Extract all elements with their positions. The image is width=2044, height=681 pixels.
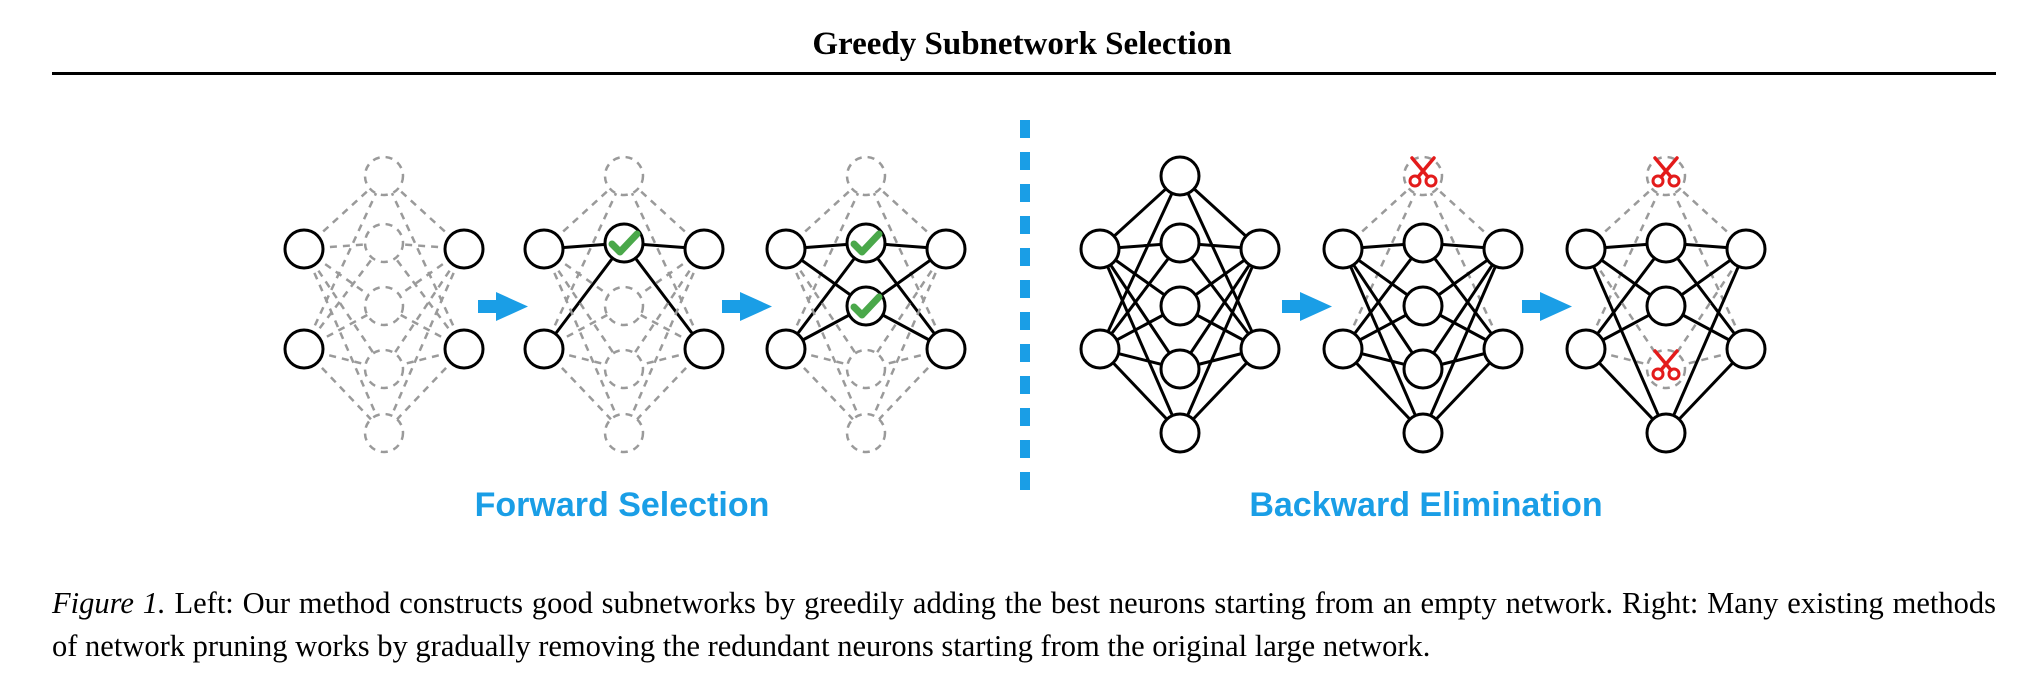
neuron-node: [845, 348, 887, 390]
neuron-node: [1159, 285, 1201, 327]
network-diagram: [1322, 155, 1524, 454]
figure: Forward Selection Backward Elimination: [283, 120, 1767, 524]
neuron-node: [683, 328, 725, 370]
neuron-node: [1645, 222, 1687, 264]
neuron-node: [1482, 228, 1524, 270]
neuron-node: [523, 328, 565, 370]
forward-selection-label: Forward Selection: [475, 486, 770, 524]
right-arrow-icon: [478, 292, 528, 321]
neuron-node: [1239, 328, 1281, 370]
network-diagram: [1565, 155, 1767, 454]
neuron-node: [1725, 228, 1767, 270]
neuron-node: [1402, 222, 1444, 264]
neuron-node: [683, 228, 725, 270]
neuron-node: [1565, 328, 1607, 370]
network-diagram: [523, 155, 725, 454]
neuron-node: [363, 155, 405, 197]
neuron-node: [925, 328, 967, 370]
header-rule: [52, 72, 1996, 75]
neuron-node: [443, 228, 485, 270]
neuron-node: [1079, 328, 1121, 370]
figure-caption: Figure 1. Left: Our method constructs go…: [52, 582, 1996, 668]
neuron-node: [1402, 412, 1444, 454]
caption-label: Figure 1.: [52, 586, 166, 620]
neuron-node: [1402, 155, 1444, 197]
neuron-node: [1079, 228, 1121, 270]
neuron-node: [1645, 285, 1687, 327]
neuron-node: [1322, 228, 1364, 270]
neuron-node: [1645, 412, 1687, 454]
neuron-node: [1645, 348, 1687, 390]
neuron-node: [1159, 412, 1201, 454]
neuron-node: [1322, 328, 1364, 370]
neuron-node: [845, 412, 887, 454]
network-diagram: [283, 155, 485, 454]
neuron-node: [1645, 155, 1687, 197]
neuron-node: [1159, 155, 1201, 197]
neuron-node: [603, 348, 645, 390]
neuron-node: [523, 228, 565, 270]
right-arrow-icon: [1282, 292, 1332, 321]
right-arrow-icon: [1522, 292, 1572, 321]
neuron-node: [283, 328, 325, 370]
network-diagram: [1079, 155, 1281, 454]
neuron-node: [363, 348, 405, 390]
caption-text: Left: Our method constructs good subnetw…: [52, 586, 1996, 663]
neuron-node: [363, 412, 405, 454]
network-diagram: [765, 155, 967, 454]
neuron-node: [443, 328, 485, 370]
neuron-node: [765, 228, 807, 270]
neuron-node: [283, 228, 325, 270]
neuron-node: [765, 328, 807, 370]
right-arrow-icon: [722, 292, 772, 321]
neuron-node: [603, 412, 645, 454]
neuron-node: [845, 155, 887, 197]
neuron-node: [1402, 348, 1444, 390]
neuron-node: [363, 285, 405, 327]
neuron-node: [1239, 228, 1281, 270]
neuron-node: [363, 222, 405, 264]
neuron-node: [1482, 328, 1524, 370]
neuron-node: [1402, 285, 1444, 327]
neuron-node: [925, 228, 967, 270]
neuron-node: [603, 285, 645, 327]
neuron-node: [603, 155, 645, 197]
running-title: Greedy Subnetwork Selection: [812, 26, 1232, 62]
neuron-node: [1725, 328, 1767, 370]
neuron-node: [1159, 348, 1201, 390]
backward-elimination-label: Backward Elimination: [1249, 486, 1602, 524]
neuron-node: [1159, 222, 1201, 264]
neuron-node: [1565, 228, 1607, 270]
